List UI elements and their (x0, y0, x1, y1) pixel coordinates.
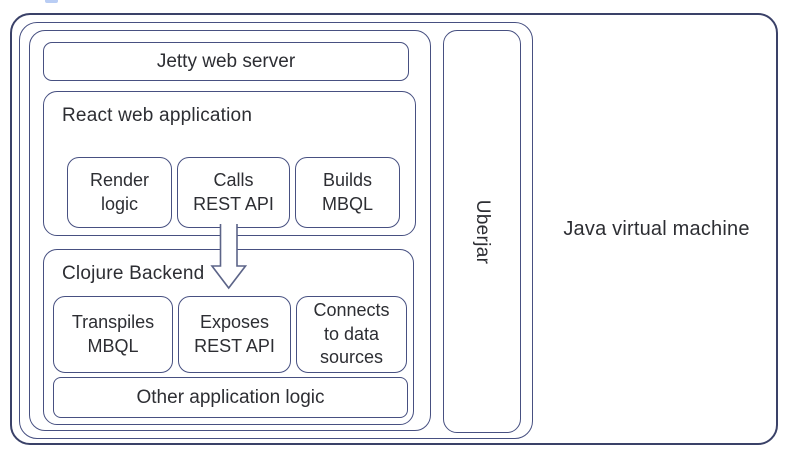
clojure-title: Clojure Backend (62, 263, 205, 284)
transpiles-mbql-box: Transpiles MBQL (53, 296, 173, 373)
render-logic-box: Render logic (67, 157, 172, 228)
jetty-web-server-box: Jetty web server (43, 42, 409, 81)
exposes-rest-api-box: Exposes REST API (178, 296, 291, 373)
react-children-row: Render logic Calls REST API Builds MBQL (67, 157, 400, 228)
other-application-logic-label: Other application logic (136, 386, 325, 408)
builds-mbql-label: Builds MBQL (321, 169, 373, 214)
jvm-label-area: Java virtual machine (533, 15, 780, 443)
connects-to-data-sources-label: Connects to data sources (313, 299, 390, 368)
react-web-application-box: React web application Render logic Calls… (43, 91, 416, 236)
jetty-label: Jetty web server (156, 50, 296, 72)
jvm-label: Java virtual machine (563, 217, 750, 240)
react-title: React web application (62, 105, 253, 126)
jvm-box: Java virtual machine Jetty web server Re… (10, 13, 778, 445)
render-logic-label: Render logic (89, 169, 150, 214)
stray-blue-mark (45, 0, 58, 3)
builds-mbql-box: Builds MBQL (295, 157, 400, 228)
connects-to-data-sources-box: Connects to data sources (296, 296, 407, 373)
uberjar-container-box: Jetty web server React web application R… (19, 22, 533, 439)
uberjar-label: Uberjar (472, 199, 493, 264)
other-application-logic-box: Other application logic (53, 377, 408, 418)
app-stack-box: Jetty web server React web application R… (29, 30, 431, 431)
clojure-children-row: Transpiles MBQL Exposes REST API Connect… (53, 296, 407, 373)
calls-rest-api-label: Calls REST API (193, 169, 274, 214)
uberjar-label-box: Uberjar (443, 30, 521, 433)
exposes-rest-api-label: Exposes REST API (194, 311, 275, 356)
clojure-backend-box: Clojure Backend Transpiles MBQL Exposes … (43, 249, 414, 425)
calls-rest-api-box: Calls REST API (177, 157, 290, 228)
transpiles-mbql-label: Transpiles MBQL (71, 311, 155, 356)
